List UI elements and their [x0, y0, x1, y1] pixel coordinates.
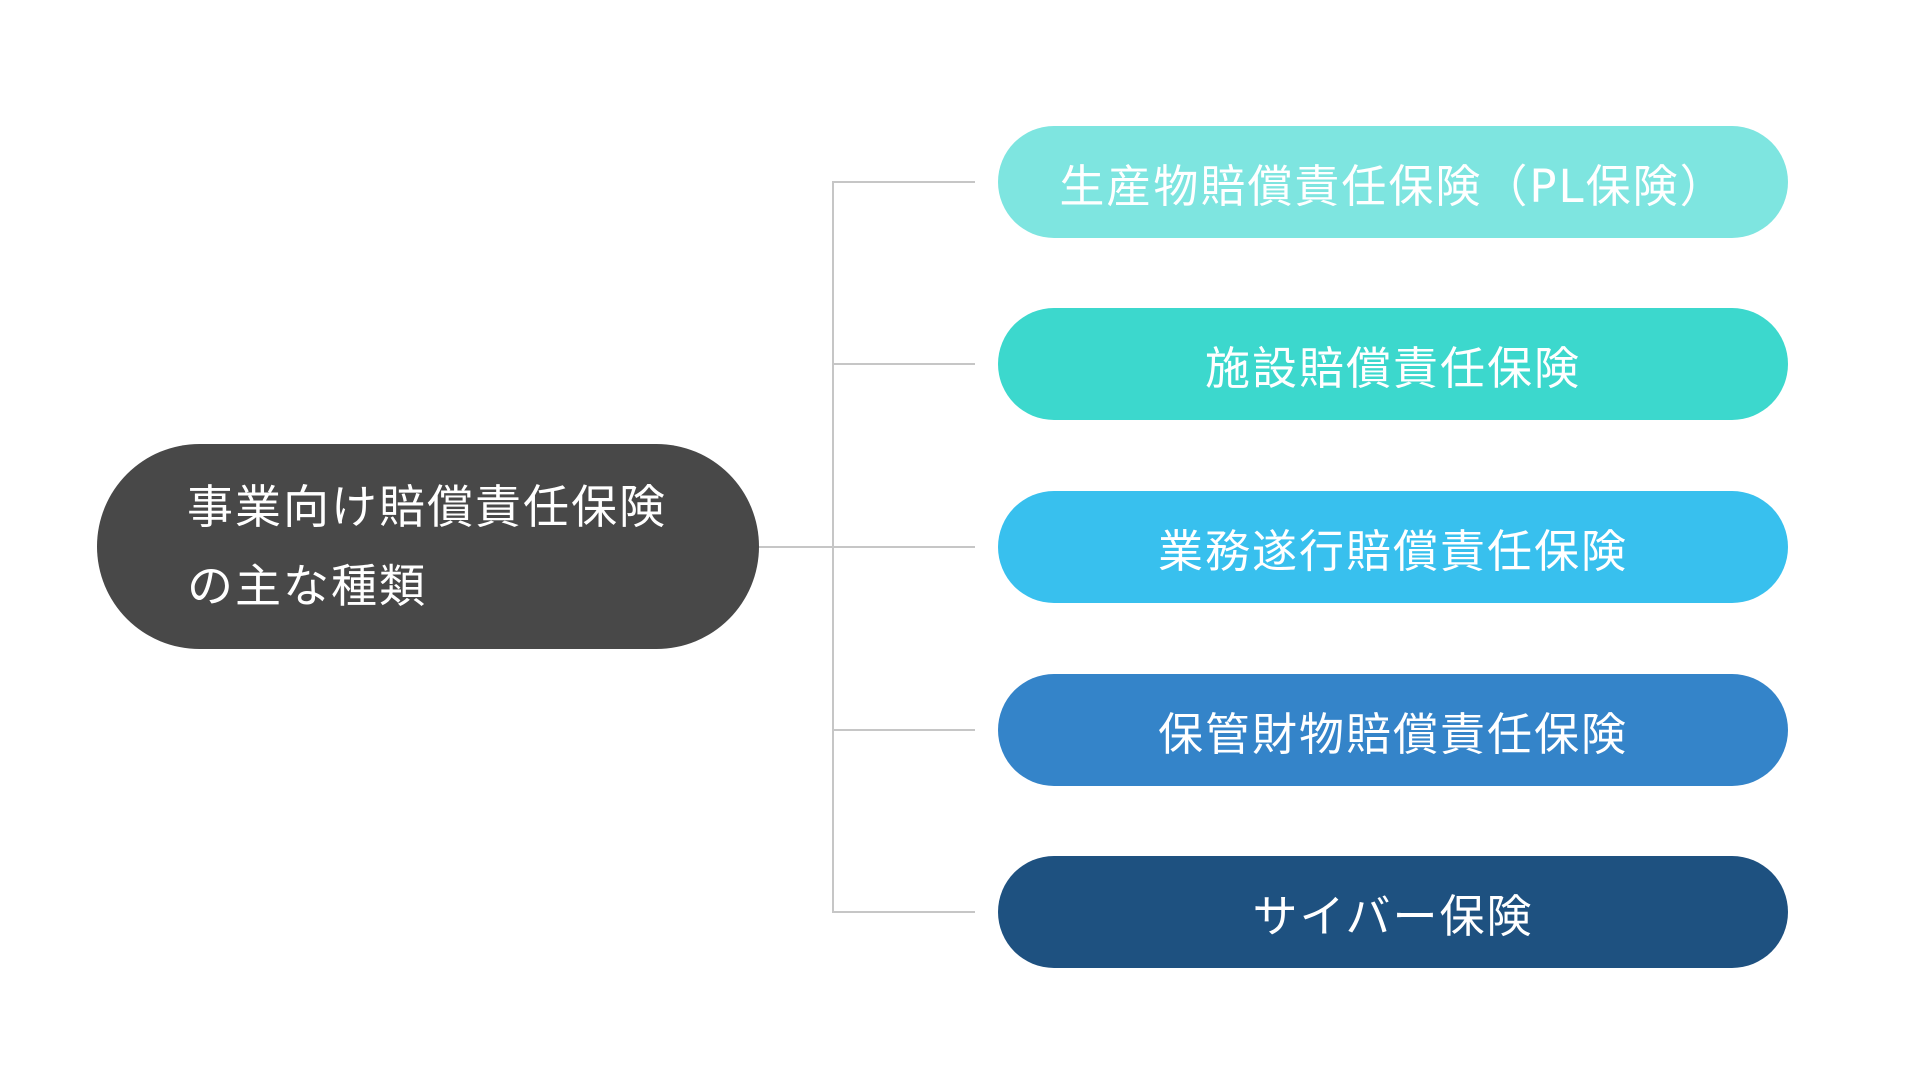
node-property-in-custody-liability-insurance: 保管財物賠償責任保険 [998, 674, 1788, 786]
root-node-business-liability-types: 事業向け賠償責任保険 の主な種類 [97, 444, 759, 649]
node-cyber-insurance: サイバー保険 [998, 856, 1788, 968]
node-label: 施設賠償責任保険 [1204, 341, 1581, 395]
node-operations-liability-insurance: 業務遂行賠償責任保険 [998, 491, 1788, 603]
connector-root-line [752, 546, 975, 548]
node-label: 生産物賠償責任保険（PL保険） [1059, 159, 1727, 213]
root-node-label-line2: の主な種類 [187, 558, 427, 613]
node-product-liability-insurance: 生産物賠償責任保険（PL保険） [998, 126, 1788, 238]
connector-branch-line [832, 729, 975, 731]
connector-branch-line [832, 363, 975, 365]
node-label: サイバー保険 [1252, 889, 1534, 943]
connector-branch-line [832, 911, 975, 913]
node-label: 保管財物賠償責任保険 [1157, 707, 1628, 761]
connector-branch-line [832, 181, 975, 183]
root-node-label-line1: 事業向け賠償責任保険 [187, 480, 667, 535]
node-label: 業務遂行賠償責任保険 [1157, 524, 1628, 578]
node-facility-liability-insurance: 施設賠償責任保険 [998, 308, 1788, 420]
